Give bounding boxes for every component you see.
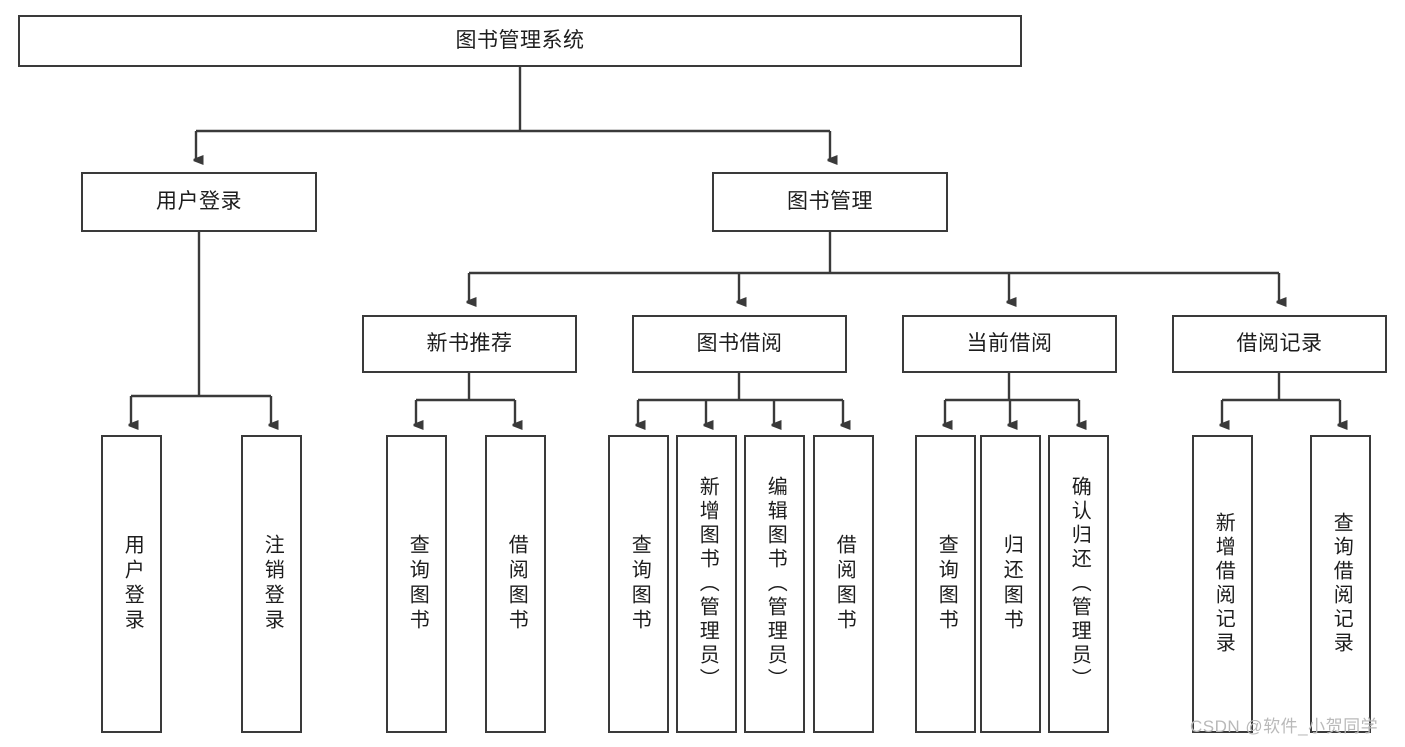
node-label: 图书管理系统 <box>455 28 585 52</box>
node-label: 注销登录 <box>261 534 284 634</box>
node-label: 查询图书 <box>935 534 958 634</box>
node-user-login[interactable]: 用户登录 <box>81 172 317 232</box>
leaf-query-book-borrow[interactable]: 查询图书 <box>608 435 669 733</box>
node-label: 用户登录 <box>121 534 144 634</box>
leaf-user-login[interactable]: 用户登录 <box>101 435 162 733</box>
node-label: 查询图书 <box>406 534 429 634</box>
node-label: 编辑图书（管理员） <box>764 476 787 692</box>
node-label: 新书推荐 <box>426 331 513 355</box>
leaf-add-borrow-record[interactable]: 新增借阅记录 <box>1192 435 1253 733</box>
leaf-borrow-book-recommend[interactable]: 借阅图书 <box>485 435 546 733</box>
watermark-text: CSDN @软件_小贺同学 <box>1190 717 1379 736</box>
node-label: 借阅图书 <box>505 534 528 634</box>
node-book-borrow[interactable]: 图书借阅 <box>632 315 847 373</box>
leaf-add-book-admin[interactable]: 新增图书（管理员） <box>676 435 737 733</box>
node-label: 借阅图书 <box>833 534 856 634</box>
node-new-book-recommend[interactable]: 新书推荐 <box>362 315 577 373</box>
leaf-query-borrow-record[interactable]: 查询借阅记录 <box>1310 435 1371 733</box>
node-label: 用户登录 <box>156 189 242 213</box>
node-label: 确认归还（管理员） <box>1068 476 1091 692</box>
node-label: 借阅记录 <box>1236 331 1323 355</box>
leaf-query-book-current[interactable]: 查询图书 <box>915 435 976 733</box>
node-label: 归还图书 <box>1000 534 1023 634</box>
node-label: 图书借阅 <box>696 331 783 355</box>
node-book-management[interactable]: 图书管理 <box>712 172 948 232</box>
leaf-return-book[interactable]: 归还图书 <box>980 435 1041 733</box>
node-current-borrow[interactable]: 当前借阅 <box>902 315 1117 373</box>
node-label: 新增图书（管理员） <box>696 476 719 692</box>
node-label: 图书管理 <box>787 189 873 213</box>
leaf-edit-book-admin[interactable]: 编辑图书（管理员） <box>744 435 805 733</box>
leaf-query-book-recommend[interactable]: 查询图书 <box>386 435 447 733</box>
node-label: 新增借阅记录 <box>1212 512 1235 656</box>
node-root-book-management-system[interactable]: 图书管理系统 <box>18 15 1022 67</box>
node-label: 当前借阅 <box>966 331 1053 355</box>
node-label: 查询借阅记录 <box>1330 512 1353 656</box>
node-label: 查询图书 <box>628 534 651 634</box>
leaf-confirm-return-admin[interactable]: 确认归还（管理员） <box>1048 435 1109 733</box>
leaf-logout[interactable]: 注销登录 <box>241 435 302 733</box>
leaf-borrow-book[interactable]: 借阅图书 <box>813 435 874 733</box>
node-borrow-record[interactable]: 借阅记录 <box>1172 315 1387 373</box>
